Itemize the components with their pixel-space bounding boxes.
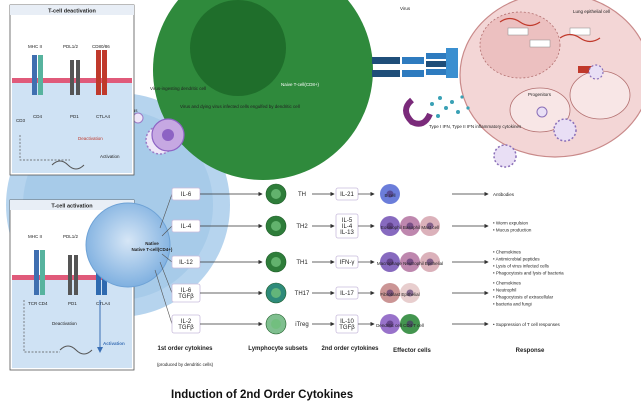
lymphocyte-nucleus	[271, 288, 281, 298]
response-item: • Mucus production	[493, 228, 532, 233]
lymphocyte-nucleus	[271, 189, 281, 199]
lymphocyte-nucleus	[271, 319, 281, 329]
tcell-deactivation-title: T-cell deactivation	[48, 9, 96, 15]
effector-nucleus	[426, 222, 434, 230]
deact-cd4: CD4	[33, 114, 42, 119]
response-item: • Suppression of T cell responses	[493, 322, 560, 327]
deact-deactivation: Deactivation	[78, 136, 103, 141]
effector-nucleus	[386, 289, 394, 297]
effector-label: B cell	[384, 193, 395, 198]
tcell-deactivation-panel: T-cell deactivation MHC II PDL1/2 CD80/8…	[9, 4, 135, 176]
col-second: 2nd order cytokines	[321, 346, 379, 352]
effector-nucleus	[386, 222, 394, 230]
act-pd1: PD1	[68, 301, 77, 306]
fan-lines	[154, 193, 173, 325]
effector-label: Fibroblast Epithelial	[380, 292, 419, 297]
lymphocyte-subset-label: TH1	[296, 260, 308, 266]
second-order-cytokine: IL-17	[340, 291, 354, 297]
act-ctla4: CTLA4	[96, 301, 111, 306]
lung-cell-label: Lung epithelial cell	[573, 9, 610, 14]
effector-nucleus	[386, 190, 394, 198]
lymphocyte-subset-label: iTreg	[295, 322, 308, 328]
lymphocyte-nucleus	[271, 257, 281, 267]
response-item: • Neutrophil	[493, 288, 516, 293]
act-mhc: MHC II	[28, 234, 42, 239]
deact-pdl: PDL1/2	[63, 44, 79, 49]
effector-nucleus	[386, 258, 394, 266]
second-order-cytokine: IFN-γ	[340, 260, 355, 266]
second-order-cytokine: IL-21	[340, 192, 354, 198]
deact-activation: Activation	[100, 154, 120, 159]
lymphocyte-subset-label: TH2	[296, 224, 308, 230]
naive-cd4-tcell	[85, 202, 171, 288]
deact-cd80: CD80/86	[92, 44, 110, 49]
col-effector: Effector cells	[393, 348, 431, 354]
figure-caption: Induction of 2nd Order Cytokines	[171, 389, 354, 401]
response-item: • bacteria and fungi	[493, 302, 532, 307]
naive-cd8-tcell	[153, 0, 373, 180]
cytokines-note: Type I IFN, Type II IFN inflammatory cyt…	[429, 124, 522, 129]
dendritic-cell	[151, 118, 185, 152]
response-item: • Phagocytosis of extracellular	[493, 295, 554, 300]
effector-nucleus	[406, 289, 414, 297]
first-order-cytokine: IL-4	[181, 224, 192, 230]
act-activation: Activation	[103, 341, 125, 346]
progenitors-label: Progenitors	[528, 92, 552, 97]
act-deactivation: Deactivation	[52, 321, 77, 326]
virus-tag: Virus	[400, 6, 411, 11]
first-order-cytokine: IL-12	[179, 260, 193, 266]
response-item: • Phagocytosis and lysis of bacteria	[493, 271, 564, 276]
deact-mhc: MHC II	[28, 44, 42, 49]
act-tcr: TCR CD4	[28, 301, 48, 306]
tcell-activation-title: T-cell activation	[51, 204, 93, 210]
effector-label: Eosinophil Basophil Mast cell	[381, 225, 439, 230]
col-first: 1st order cytokines	[157, 346, 213, 352]
naive-cd4-label: Native T-cell(CD4+)	[132, 247, 173, 252]
effector-nucleus	[406, 320, 414, 328]
dendritic-note: Virus-ingesting dendritic cell	[150, 86, 206, 91]
response-item: Antibodies	[493, 192, 515, 197]
response-item: • Antimicrobial peptides	[493, 257, 540, 262]
col-subsets: Lymphocyte subsets	[248, 346, 308, 352]
response-item: • Chemokines	[493, 250, 522, 255]
effector-nucleus	[406, 222, 414, 230]
response-item: • Worm expulsion	[493, 221, 529, 226]
lymphocyte-nucleus	[271, 221, 281, 231]
effector-nucleus	[406, 258, 414, 266]
col-first-sub: (produced by dendritic cells)	[157, 362, 214, 367]
deact-pd1: PD1	[70, 114, 79, 119]
effector-nucleus	[426, 258, 434, 266]
deact-ctla4: CTLA4	[96, 114, 111, 119]
response-item: • Chemokines	[493, 281, 522, 286]
response-item: • Lysis of virus infected cells	[493, 264, 550, 269]
col-response: Response	[516, 348, 545, 354]
act-pdl: PDL1/2	[63, 234, 79, 239]
deact-cd3: CD3	[16, 118, 25, 123]
lung-epithelial-cell	[459, 0, 641, 158]
naive-cd4-label-1: Native	[145, 241, 159, 246]
effector-nucleus	[386, 320, 394, 328]
tcr-mhc-interaction	[372, 48, 470, 127]
naive-cd8-label: Naive T-cell(CD8+)	[281, 82, 320, 87]
lymphocyte-subset-label: TH	[298, 192, 306, 198]
ap-note: Virus and dying virus infected cells eng…	[180, 104, 300, 109]
effector-label: Macrophage Neutrophil Epithelial	[377, 261, 443, 266]
effector-label: Dendritic cell CD4 T cell	[376, 323, 424, 328]
first-order-cytokine: IL-6	[181, 192, 192, 198]
lymphocyte-subset-label: TH17	[295, 291, 310, 297]
